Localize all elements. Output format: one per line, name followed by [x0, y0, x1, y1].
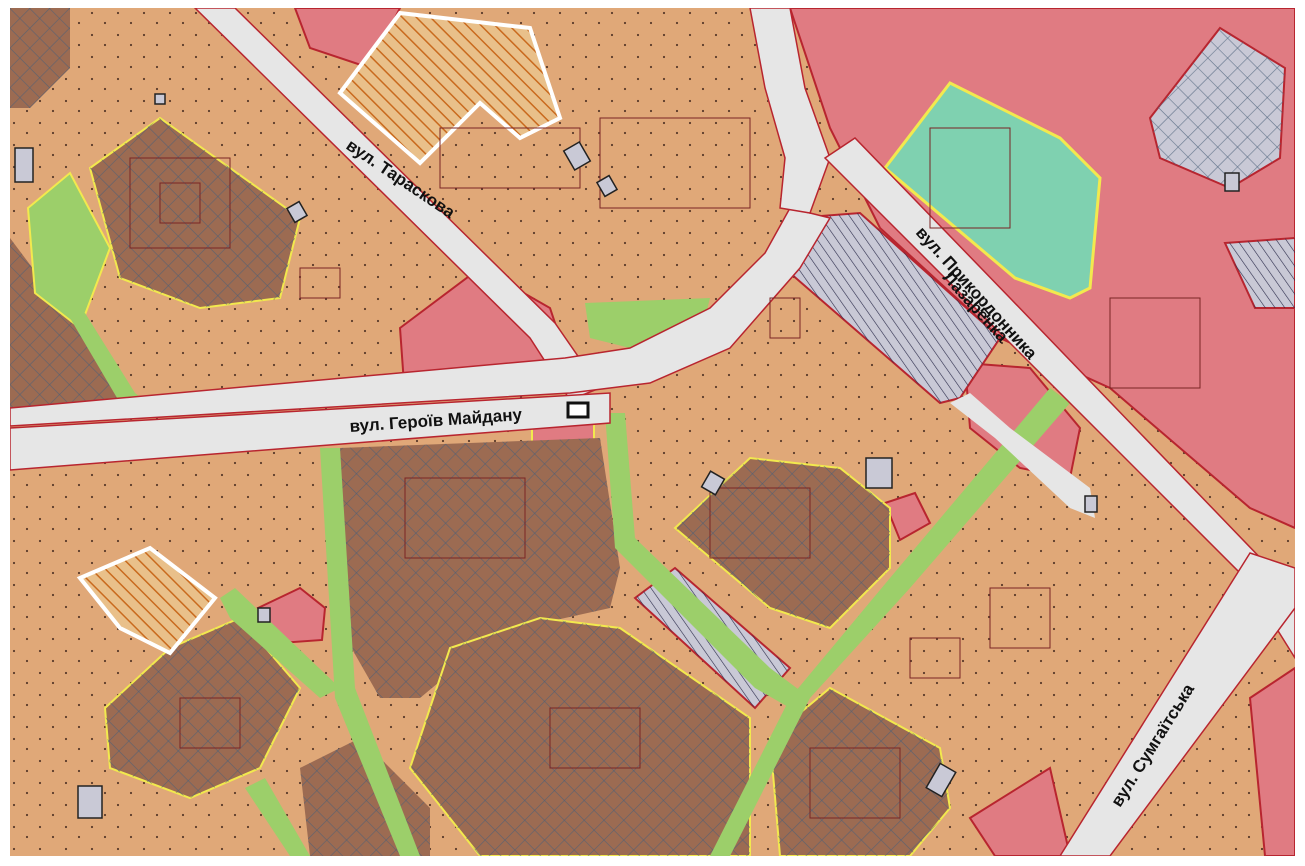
- dense-block-east-hatch: [675, 458, 890, 628]
- green-corridor-southwest: [220, 588, 340, 698]
- dense-block-southwest-hatch: [105, 618, 300, 798]
- road-heroiv-west-segment: [10, 392, 611, 471]
- building-outlines: [129, 117, 1201, 819]
- green-corridor-north-south: [320, 448, 420, 856]
- special-zone-west: [76, 545, 218, 656]
- park-zone-west: [26, 171, 112, 330]
- road-sumhaitska: [1059, 552, 1295, 856]
- zoning-map[interactable]: вул. Тараскова вул. Героїв Майдану вул. …: [10, 8, 1295, 856]
- industrial-zone-center-hatch: [790, 213, 1000, 403]
- green-corridor-south: [245, 778, 310, 856]
- dense-block-south-hatch: [410, 618, 750, 856]
- industrial-zone-ne-hatch: [1150, 28, 1285, 188]
- dense-block-nw-hatch: [90, 118, 300, 308]
- point-marker-icon[interactable]: [566, 401, 590, 419]
- dense-block-top-left-hatch: [10, 8, 70, 108]
- special-zone-top: [337, 10, 563, 166]
- green-corridor-east: [710, 388, 1070, 856]
- industrial-zone-far-east-hatch: [1225, 238, 1295, 308]
- green-corridor-west: [70, 313, 160, 418]
- road-prykordonnyka: [823, 137, 1295, 660]
- small-structures: [14, 93, 1240, 819]
- school-zone: [882, 81, 1102, 300]
- road-side-lane: [950, 393, 1095, 518]
- green-corridor-diagonal: [605, 413, 810, 708]
- dense-block-southeast-hatch: [770, 688, 950, 856]
- public-zone-bottom-right: [1248, 666, 1295, 856]
- public-zone-east-small: [883, 491, 932, 542]
- dense-block-center-south-hatch: [340, 438, 620, 698]
- public-zone-south: [968, 766, 1072, 856]
- road-north-connector: [749, 8, 831, 214]
